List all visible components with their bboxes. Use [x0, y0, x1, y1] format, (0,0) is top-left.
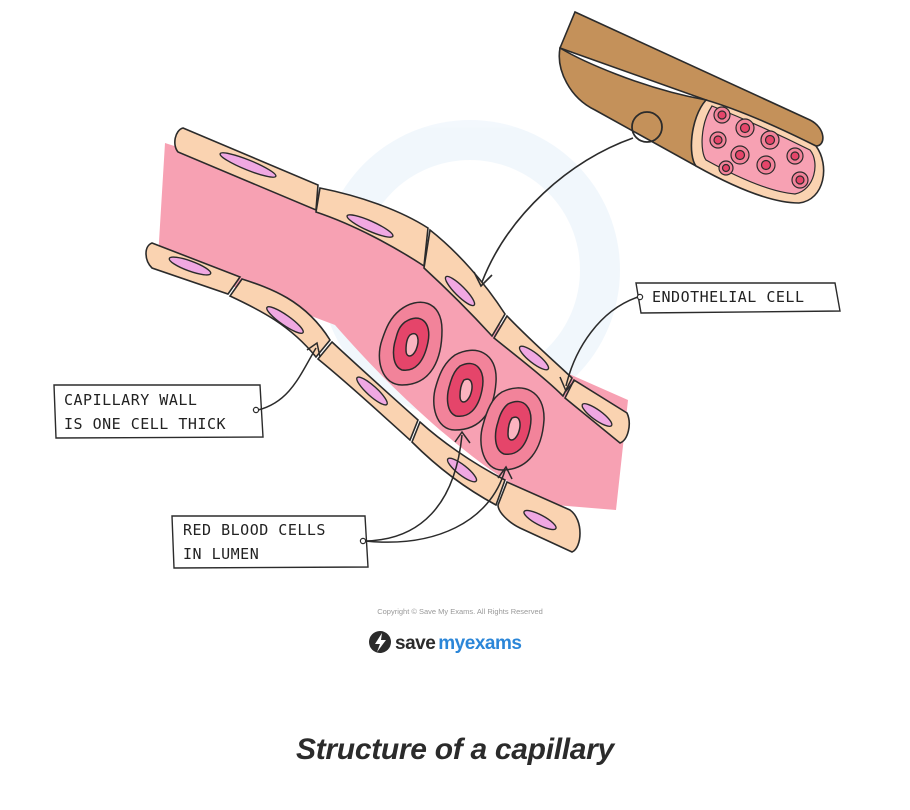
nucleus — [168, 256, 212, 276]
nucleus — [581, 402, 613, 428]
magnification-circle — [631, 111, 663, 143]
capillary-wall-line1: CAPILLARY WALL — [64, 391, 197, 409]
red-blood-cell — [480, 387, 545, 471]
red-blood-cell — [433, 349, 497, 431]
rbc-label-line2: IN LUMEN — [183, 545, 259, 563]
endothelial-cell — [423, 228, 506, 338]
nucleus — [446, 457, 478, 483]
brand-save: save — [395, 633, 435, 654]
capillary-wall-line2: IS ONE CELL THICK — [64, 415, 226, 433]
figure-caption: Structure of a capillary — [296, 733, 614, 766]
red-blood-cells-label: RED BLOOD CELLS IN LUMEN — [171, 430, 513, 569]
nucleus — [356, 376, 388, 406]
bottom-wall-nuclei — [168, 256, 557, 531]
red-blood-cells — [378, 301, 545, 471]
endothelial-cell-label: ENDOTHELIAL CELL — [559, 282, 841, 393]
top-wall-nuclei — [219, 152, 613, 428]
brand-my: my — [438, 633, 465, 654]
capillary-vessel-overview — [558, 10, 825, 204]
rbc-label-line1: RED BLOOD CELLS — [183, 521, 326, 539]
magnification-arrow — [473, 137, 634, 288]
endothelial-label-text: ENDOTHELIAL CELL — [652, 288, 805, 306]
copyright-text: Copyright © Save My Exams. All Rights Re… — [377, 607, 543, 616]
brand-exams: exams — [465, 633, 522, 654]
nucleus — [444, 275, 476, 307]
red-blood-cell — [378, 301, 443, 386]
nucleus — [518, 345, 550, 371]
nucleus — [266, 306, 304, 334]
nucleus — [219, 152, 277, 178]
nucleus — [523, 509, 557, 531]
nucleus — [346, 214, 394, 238]
capillary-wall-label: CAPILLARY WALL IS ONE CELL THICK — [53, 341, 321, 439]
